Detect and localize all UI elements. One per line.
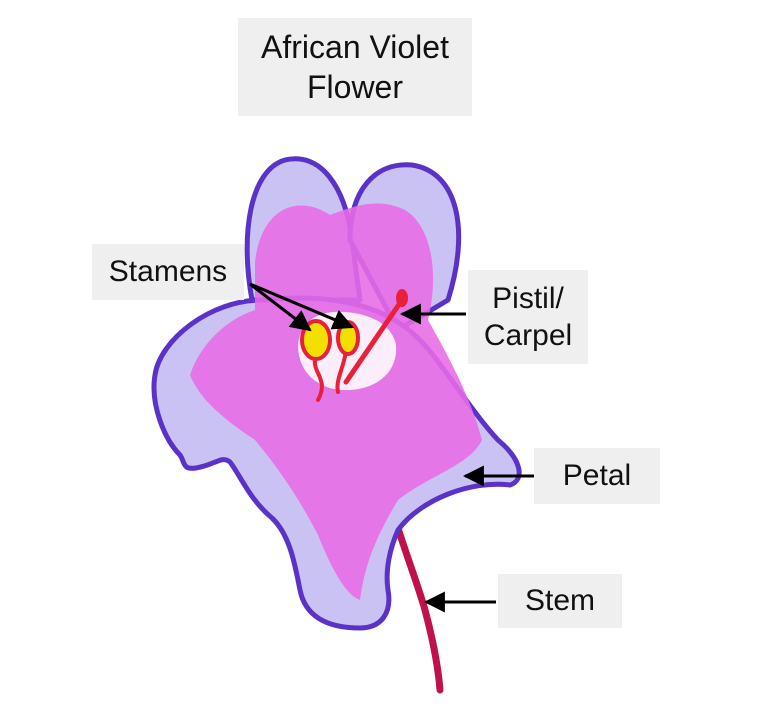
stamens-arrow-left bbox=[249, 282, 312, 332]
petal-label: Petal bbox=[534, 448, 660, 504]
petal-inner-shading bbox=[190, 203, 482, 600]
title-line-1: African Violet bbox=[261, 29, 449, 65]
pistil-label: Pistil/ Carpel bbox=[468, 270, 588, 364]
stem-label-text: Stem bbox=[524, 584, 596, 618]
pistil-stigma bbox=[396, 289, 408, 307]
stamens-label: Stamens bbox=[92, 244, 244, 300]
stamens-label-text: Stamens bbox=[108, 255, 228, 289]
stamens-arrow-right bbox=[249, 282, 354, 330]
title-line-2: Flower bbox=[306, 69, 403, 105]
stem-label: Stem bbox=[498, 574, 622, 628]
pistil bbox=[343, 297, 405, 385]
petal-label-text: Petal bbox=[562, 459, 632, 493]
stem bbox=[394, 524, 444, 694]
diagram-title: African Violet Flower bbox=[238, 18, 472, 116]
pistil-label-line-2: Carpel bbox=[483, 319, 573, 352]
pistil-label-line-1: Pistil/ bbox=[492, 281, 564, 315]
